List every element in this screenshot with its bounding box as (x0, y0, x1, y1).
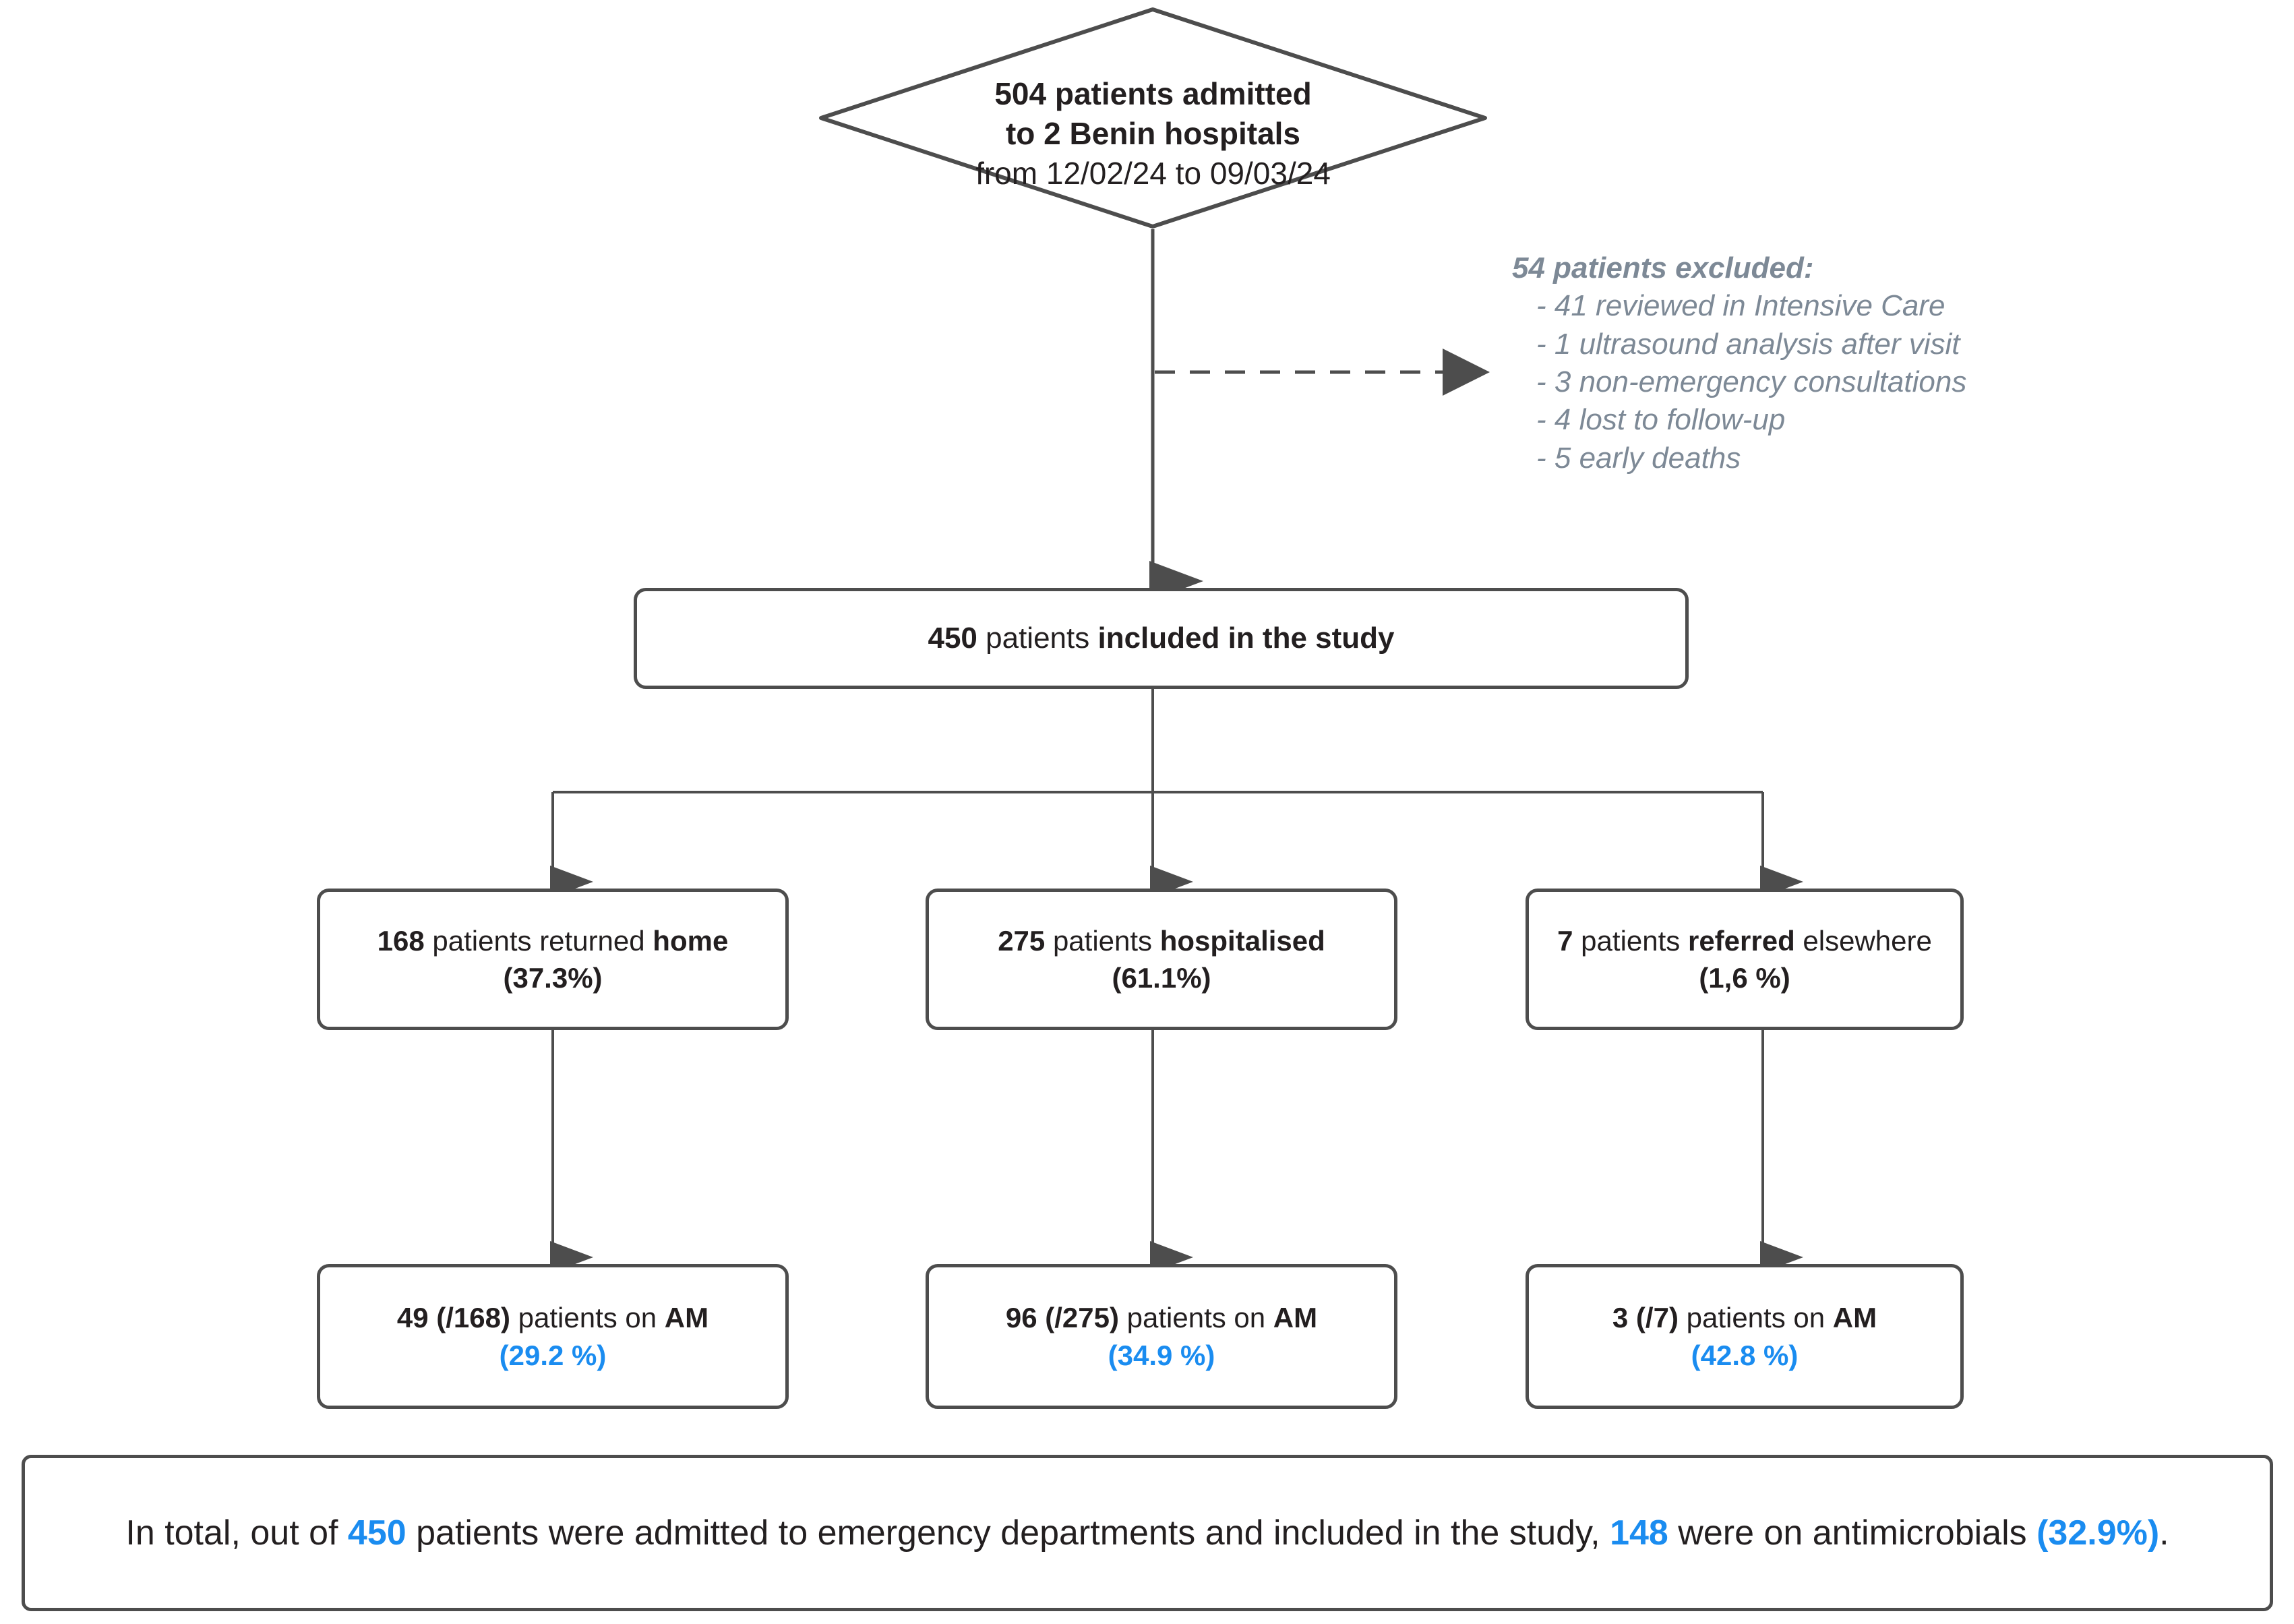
node-summary: In total, out of 450 patients were admit… (22, 1455, 2273, 1611)
summary-total: 450 (347, 1513, 406, 1553)
exclusion-item-4: - 4 lost to follow-up (1536, 403, 1786, 437)
hosp-percent: (61.1%) (1112, 962, 1211, 994)
hosp-emphasis: hospitalised (1159, 924, 1325, 957)
am-home-mid: patients on (510, 1302, 665, 1334)
node-am-hospitalised: 96 (/275) patients on AM (34.9 %) (926, 1264, 1397, 1409)
am-hosp-mid: patients on (1118, 1302, 1273, 1334)
am-ref-count: 3 (/7) (1612, 1302, 1679, 1334)
am-home-emphasis: AM (664, 1302, 709, 1334)
included-mid: patients (977, 622, 1098, 655)
exclusion-note: 54 patients excluded: - 41 reviewed in I… (1512, 249, 2274, 477)
exclusion-item-3: - 3 non-emergency consultations (1536, 365, 1967, 398)
summary-on-am: 148 (1610, 1513, 1668, 1553)
summary-part3: were on antimicrobials (1668, 1513, 2037, 1553)
exclusion-heading: 54 patients excluded: (1512, 251, 1814, 284)
node-returned-home: 168 patients returned home (37.3%) (317, 889, 789, 1030)
ref-percent: (1,6 %) (1699, 962, 1790, 994)
diamond-line-1: 504 patients admitted (994, 76, 1312, 111)
am-ref-percent: (42.8 %) (1691, 1339, 1799, 1371)
home-percent: (37.3%) (503, 962, 603, 994)
node-referred-elsewhere: 7 patients referred elsewhere (1,6 %) (1526, 889, 1964, 1030)
am-hosp-count: 96 (/275) (1005, 1302, 1119, 1334)
ref-tail: elsewhere (1794, 924, 1932, 957)
diamond-text-block: 504 patients admitted to 2 Benin hospita… (818, 74, 1488, 193)
exclusion-item-1: - 41 reviewed in Intensive Care (1536, 289, 1945, 323)
am-home-percent: (29.2 %) (499, 1339, 607, 1371)
hosp-mid: patients (1045, 924, 1160, 957)
diamond-line-3: from 12/02/24 to 09/03/24 (975, 155, 1331, 191)
ref-emphasis: referred (1687, 924, 1795, 957)
summary-part2: patients were admitted to emergency depa… (406, 1513, 1610, 1553)
ref-count: 7 (1557, 924, 1573, 957)
hosp-count: 275 (998, 924, 1046, 957)
exclusion-item-2: - 1 ultrasound analysis after visit (1536, 327, 1960, 361)
node-admitted-diamond: 504 patients admitted to 2 Benin hospita… (818, 7, 1488, 229)
am-home-count: 49 (/168) (396, 1302, 510, 1334)
am-hosp-emphasis: AM (1273, 1302, 1318, 1334)
node-am-home: 49 (/168) patients on AM (29.2 %) (317, 1264, 789, 1409)
included-tail: included in the study (1097, 622, 1395, 655)
exclusion-item-5: - 5 early deaths (1536, 441, 1741, 475)
am-hosp-percent: (34.9 %) (1108, 1339, 1215, 1371)
home-count: 168 (377, 924, 425, 957)
am-ref-emphasis: AM (1832, 1302, 1877, 1334)
included-count: 450 (928, 622, 977, 655)
node-am-referred: 3 (/7) patients on AM (42.8 %) (1526, 1264, 1964, 1409)
summary-percent: (32.9%) (2036, 1513, 2160, 1553)
ref-mid: patients (1573, 924, 1688, 957)
node-included-in-study: 450 patients included in the study (634, 588, 1689, 689)
node-hospitalised: 275 patients hospitalised (61.1%) (926, 889, 1397, 1030)
am-ref-mid: patients on (1678, 1302, 1833, 1334)
home-mid: patients returned (424, 924, 653, 957)
summary-part1: In total, out of (125, 1513, 348, 1553)
diamond-line-2: to 2 Benin hospitals (1005, 115, 1301, 151)
summary-part4: . (2159, 1513, 2169, 1553)
home-emphasis: home (653, 924, 729, 957)
diamond-shape (819, 7, 1487, 229)
